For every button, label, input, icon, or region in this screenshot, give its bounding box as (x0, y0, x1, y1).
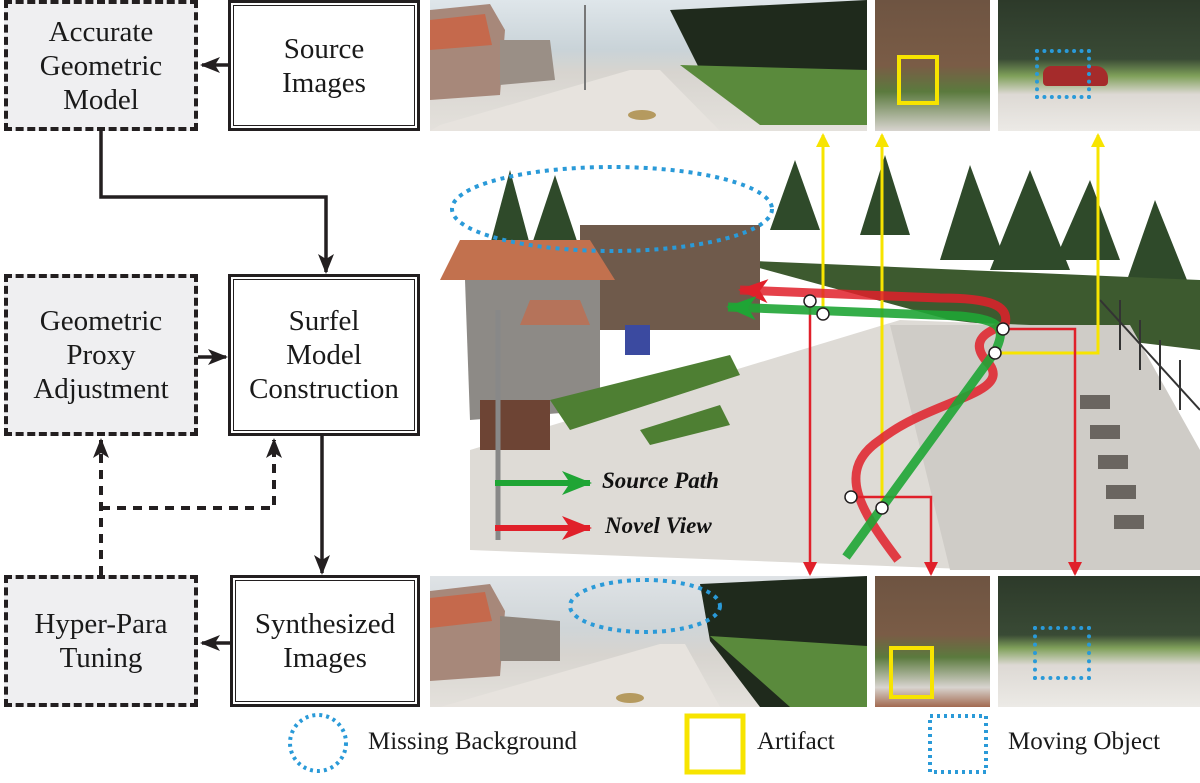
accurate-geometric-model-box: Accurate Geometric Model (4, 0, 198, 131)
geometric-proxy-adjustment-label: Geometric Proxy Adjustment (33, 305, 169, 405)
source-path (726, 296, 1005, 560)
street-scene-drawing (430, 0, 867, 131)
view-node (816, 307, 830, 321)
geometric-proxy-adjustment-box: Geometric Proxy Adjustment (4, 274, 198, 436)
missing-background-ellipse-synth (568, 578, 722, 634)
scene-drawing (440, 155, 1200, 570)
view-node (875, 501, 889, 515)
accurate-geometric-model-label: Accurate Geometric Model (39, 15, 163, 116)
surfel-model-construction-label: Surfel Model Construction (249, 305, 399, 405)
source-image-house-crop (875, 0, 990, 131)
surfel-model-construction-box: Surfel Model Construction (228, 274, 420, 436)
synthesized-images-label: Synthesized Images (254, 608, 396, 674)
view-node (803, 294, 817, 308)
moving-car (1043, 66, 1108, 86)
synthesized-image-car-missing (998, 576, 1200, 707)
leader-yellow-3 (995, 133, 1105, 355)
hyper-para-tuning-label: Hyper-Para Tuning (34, 608, 168, 674)
view-node (988, 346, 1002, 360)
synthesized-image-house-crop (875, 576, 990, 707)
source-path-label: Source Path (602, 468, 719, 493)
synthesized-images-box: Synthesized Images (230, 575, 420, 707)
moving-object-box-bottom (1033, 626, 1091, 680)
leader-red-2 (851, 495, 938, 576)
moving-object-box-top (1035, 49, 1091, 99)
legend-moving-object-icon (928, 714, 988, 774)
source-image-car (998, 0, 1200, 131)
missing-background-ellipse-scene (450, 165, 774, 253)
legend-artifact-label: Artifact (757, 728, 835, 755)
source-images-label: Source Images (282, 32, 366, 99)
legend-artifact-icon (684, 713, 746, 775)
leader-red-3 (1003, 327, 1082, 576)
arrow-accurate-to-surfel (99, 131, 334, 274)
view-node (996, 322, 1010, 336)
source-image-street (430, 0, 867, 131)
novel-view-label: Novel View (605, 513, 712, 538)
view-node (844, 490, 858, 504)
artifact-box-bottom (889, 646, 934, 699)
source-images-box: Source Images (228, 0, 420, 131)
novel-view-path (738, 279, 1011, 563)
synthesized-image-street (430, 576, 867, 707)
legend-missing-background-label: Missing Background (368, 728, 578, 755)
surfel-scene-render (430, 150, 1200, 570)
synth-street-drawing (430, 576, 867, 707)
legend-moving-object-label: Moving Object (1008, 728, 1161, 755)
legend-missing-background-icon (288, 713, 348, 773)
flowchart-arrows (93, 57, 334, 651)
hyper-para-tuning-box: Hyper-Para Tuning (4, 575, 198, 707)
artifact-box-top (897, 55, 939, 105)
